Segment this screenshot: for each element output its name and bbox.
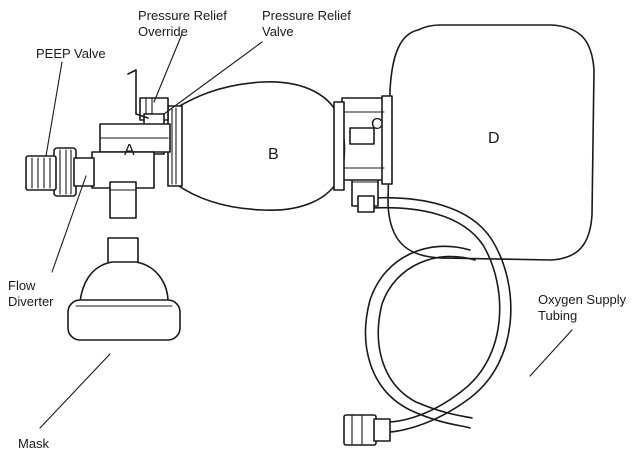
valve-body-a [91,123,171,219]
pressure-relief-valve-label-line1: Pressure Relief [262,8,351,23]
bag-collar [167,101,345,191]
pressure-relief-valve-label-line2: Valve [262,24,294,39]
mask-label: Mask [18,436,50,451]
pressure-relief-override-label-line2: Override [138,24,188,39]
oxygen-tubing [343,196,512,446]
pressure-relief-override [127,69,149,119]
leader-lines [39,33,573,429]
reservoir-bag-d [387,24,595,261]
part-a-label: A [124,142,135,159]
part-b-label: B [268,146,279,163]
tubing-connector [343,414,377,446]
part-d-label: D [488,130,500,147]
squeeze-bag-b [175,81,346,211]
peep-valve-label: PEEP Valve [36,46,106,61]
peep-valve [25,147,95,197]
flow-diverter-label-line1: Flow [8,278,36,293]
connector-c [341,95,393,185]
oxygen-inlet [351,169,379,213]
mask [67,237,181,341]
pressure-relief-override-label-line1: Pressure Relief [138,8,227,23]
part-c-label: C [371,116,383,133]
flow-diverter-label-line2: Diverter [8,294,54,309]
oxygen-supply-tubing-label-line2: Tubing [538,308,578,323]
oxygen-supply-tubing-label-line1: Oxygen Supply [538,292,627,307]
